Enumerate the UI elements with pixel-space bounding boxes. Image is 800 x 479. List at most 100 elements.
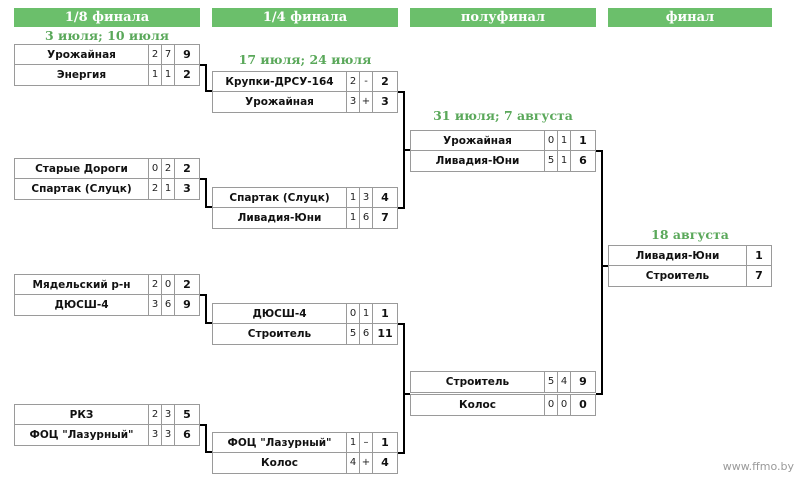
bracket-connector [601, 150, 603, 395]
game1-score: 1 [346, 208, 359, 228]
game2-score: 6 [161, 295, 174, 315]
bracket-connector [205, 451, 212, 453]
game1-score: 2 [148, 275, 161, 295]
team-name: Старые Дороги [35, 163, 128, 175]
bracket-connector [596, 150, 602, 152]
match-row: ФОЦ "Лазурный" 1 – 1 [212, 432, 398, 454]
total-score: 6 [570, 151, 595, 171]
bracket-connector [403, 323, 405, 454]
bracket-connector [403, 393, 410, 395]
total-score: 3 [174, 179, 199, 199]
game1-score: 2 [346, 72, 359, 92]
team-name: ДЮСШ-4 [252, 308, 307, 320]
game2-score: 7 [161, 45, 174, 65]
match-row: Урожайная 2 7 9 [14, 44, 200, 66]
total-score: 2 [174, 65, 199, 85]
team-name: Энергия [56, 69, 107, 81]
bracket-connector [601, 265, 608, 267]
header-round-of-16: 1/8 финала [14, 8, 200, 27]
bracket-connector [205, 294, 207, 324]
header-semifinal: полуфинал [410, 8, 596, 27]
game1-score: 2 [148, 179, 161, 199]
team-name: Ливадия-Юни [435, 155, 520, 167]
total-score: 3 [372, 92, 397, 112]
game2-score: 1 [359, 304, 372, 324]
match-row: РКЗ 2 3 5 [14, 404, 200, 426]
total-score: 9 [174, 295, 199, 315]
match-row: Урожайная 0 1 1 [410, 130, 596, 152]
match-row: ДЮСШ-4 0 1 1 [212, 303, 398, 325]
game1-score: 2 [148, 45, 161, 65]
match-row: ДЮСШ-4 3 6 9 [14, 294, 200, 316]
header-quarterfinal: 1/4 финала [212, 8, 398, 27]
total-score: 1 [570, 131, 595, 151]
header-final: финал [608, 8, 772, 27]
game2-score: + [359, 453, 372, 473]
total-score: 1 [746, 246, 771, 266]
game1-score: 2 [148, 405, 161, 425]
bracket-connector [205, 322, 212, 324]
bracket-connector [200, 178, 206, 180]
game2-score: 0 [161, 275, 174, 295]
total-score: 11 [372, 324, 397, 344]
team-name: Ливадия-Юни [237, 212, 322, 224]
team-name: Урожайная [443, 135, 512, 147]
game1-score: 0 [346, 304, 359, 324]
team-name: Строитель [645, 270, 710, 282]
total-score: 9 [174, 45, 199, 65]
team-name: Колос [261, 457, 298, 469]
bracket-connector [596, 393, 602, 395]
game2-score: 1 [557, 131, 570, 151]
match-row: Энергия 1 1 2 [14, 64, 200, 86]
bracket-connector [205, 424, 207, 453]
total-score: 1 [372, 433, 397, 453]
bracket-connector [200, 424, 206, 426]
game1-score: 1 [148, 65, 161, 85]
total-score: 2 [372, 72, 397, 92]
game1-score: 5 [544, 372, 557, 392]
bracket-connector [403, 149, 410, 151]
total-score: 0 [570, 395, 595, 415]
bracket-connector [200, 294, 206, 296]
game2-score: 0 [557, 395, 570, 415]
total-score: 9 [570, 372, 595, 392]
game2-score: – [359, 433, 372, 453]
bracket-connector [205, 178, 207, 208]
total-score: 2 [174, 275, 199, 295]
bracket-connector [205, 64, 207, 92]
game2-score: + [359, 92, 372, 112]
total-score: 1 [372, 304, 397, 324]
game1-score: 0 [148, 159, 161, 179]
game2-score: 6 [359, 208, 372, 228]
team-name: ФОЦ "Лазурный" [227, 437, 332, 449]
date-semifinal: 31 июля; 7 августа [433, 108, 573, 123]
total-score: 4 [372, 453, 397, 473]
match-row: Строитель 5 6 11 [212, 323, 398, 345]
match-row: Строитель 7 [608, 265, 772, 287]
game2-score: 3 [359, 188, 372, 208]
match-row: ФОЦ "Лазурный" 3 3 6 [14, 424, 200, 446]
team-name: Мядельский р-н [32, 279, 131, 291]
game1-score: 1 [346, 188, 359, 208]
game1-score: 3 [346, 92, 359, 112]
game1-score: 5 [544, 151, 557, 171]
match-row: Мядельский р-н 2 0 2 [14, 274, 200, 296]
game2-score: 3 [161, 405, 174, 425]
date-final: 18 августа [651, 227, 729, 242]
team-name: Строитель [247, 328, 312, 340]
team-name: Спартак (Слуцк) [31, 183, 132, 195]
team-name: Спартак (Слуцк) [229, 192, 330, 204]
match-row: Ливадия-Юни 1 [608, 245, 772, 267]
game1-score: 3 [148, 295, 161, 315]
match-row: Колос 4 + 4 [212, 452, 398, 474]
team-name: РКЗ [69, 409, 94, 421]
total-score: 6 [174, 425, 199, 445]
game2-score: 4 [557, 372, 570, 392]
match-row: Спартак (Слуцк) 1 3 4 [212, 187, 398, 209]
game2-score: 6 [359, 324, 372, 344]
match-row: Ливадия-Юни 1 6 7 [212, 207, 398, 229]
team-name: Колос [459, 399, 496, 411]
team-name: ДЮСШ-4 [54, 299, 109, 311]
match-row: Урожайная 3 + 3 [212, 91, 398, 113]
bracket-connector [398, 91, 404, 93]
